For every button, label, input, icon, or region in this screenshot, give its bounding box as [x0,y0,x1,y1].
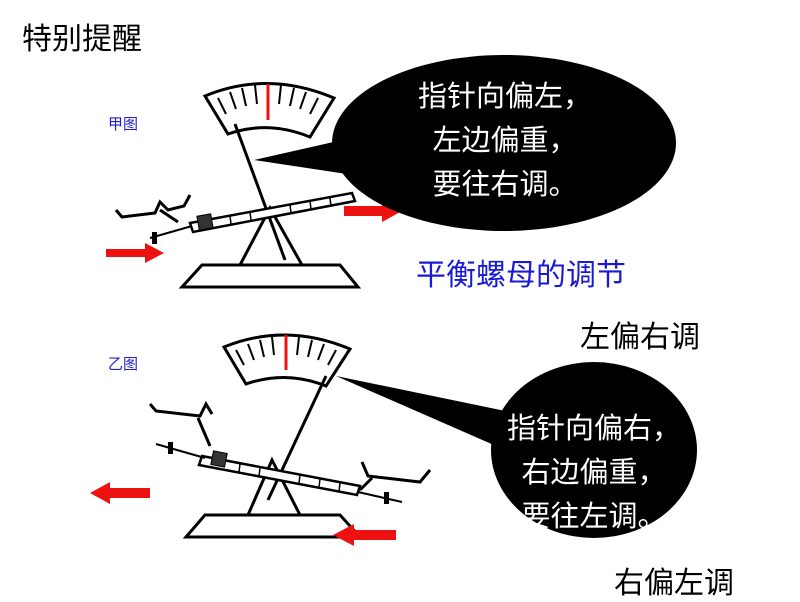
rod-b [155,443,206,459]
arrow-left-icon [90,482,150,504]
balance-b [90,333,432,546]
hint-right-heavy: 右偏左调 [614,566,734,601]
bubble-a-line-1: 指针向偏左， [417,79,592,113]
figure-label-a: 甲图 [108,115,139,133]
pan-left-b [148,400,214,447]
speech-bubble-a [254,55,676,231]
speech-bubble-b [336,362,697,538]
arrow-left-icon [333,524,396,546]
bubble-b-line-1: 指针向偏右， [506,411,681,445]
arrow-right-icon [106,243,164,263]
base-b [182,513,364,539]
figure-label-b: 乙图 [108,355,139,373]
pointer-a [233,123,287,261]
hint-left-heavy: 左偏右调 [580,320,700,355]
beam-ticks-a [229,197,332,225]
bubble-a-line-3: 要往右调。 [432,167,578,201]
bubble-b-line-2: 右边偏重， [521,455,667,489]
dial-ticks-b [235,336,337,366]
section-heading: 平衡螺母的调节 [416,258,626,293]
nut-b-right [384,492,389,504]
bubble-text-a: 指针向偏左， 左边偏重， 要往右调。 [380,74,630,206]
dial-ticks-a [217,84,319,115]
bubble-a-line-2: 左边偏重， [432,123,578,157]
bubble-text-b: 指针向偏右， 右边偏重， 要往左调。 [494,406,694,538]
rider-a [196,213,214,231]
pan-left-a [114,194,192,224]
base-a [178,263,362,289]
page-title: 特别提醒 [22,22,142,57]
nut-a [152,232,157,244]
balance-a [106,82,402,289]
rod-b-right [357,491,403,503]
stand-b [246,456,302,516]
pan-right-b [358,461,432,492]
rider-b [210,450,228,468]
nut-b-left [168,442,173,454]
bubble-b-line-3: 要往左调。 [521,499,667,533]
beam-ticks-b [238,463,341,492]
